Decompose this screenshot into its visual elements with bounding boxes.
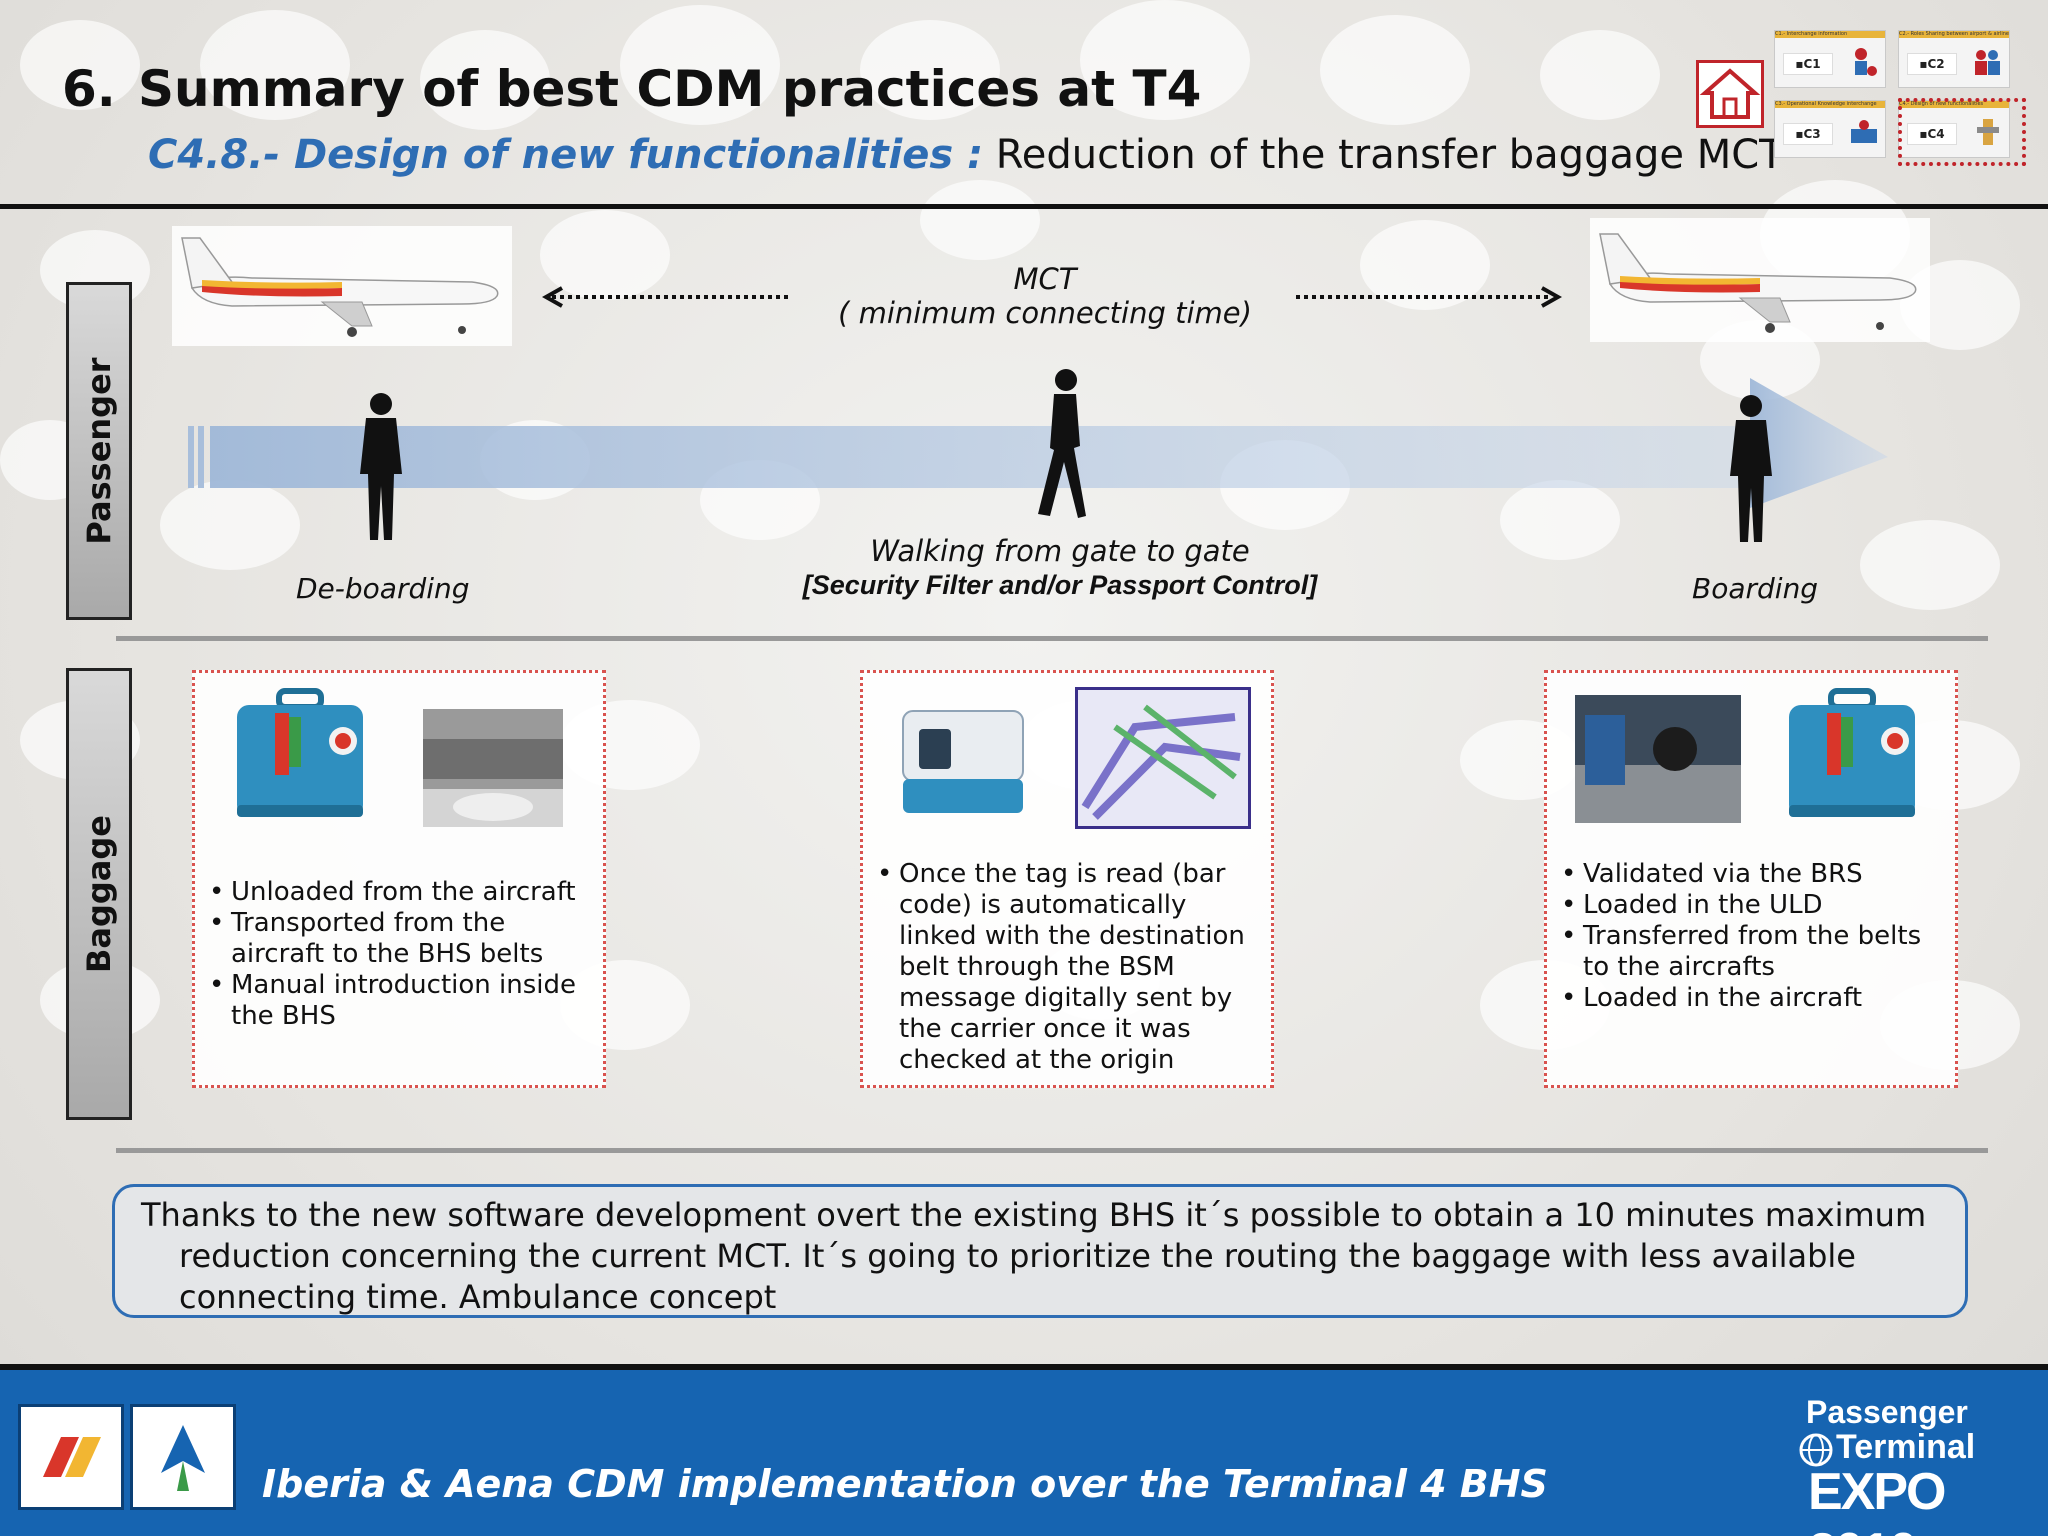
nav-c1[interactable]: C1.- Interchange information ▪C1 — [1774, 30, 1886, 88]
baggage-row-label: Baggage — [66, 668, 132, 1120]
nav-c4-header: C4.- Design of new functionalities — [1899, 101, 2009, 108]
subtitle-text: Reduction of the transfer baggage MCT — [983, 132, 1784, 178]
mct-title: MCT — [1013, 262, 1077, 296]
deboarding-caption: De-boarding — [296, 572, 470, 605]
baggage-label-text: Baggage — [80, 815, 118, 973]
list-item: Once the tag is read (bar code) is autom… — [877, 859, 1257, 1076]
walking-caption-line2: [Security Filter and/or Passport Control… — [802, 570, 1318, 600]
mct-arrow-right — [1296, 286, 1562, 308]
home-icon — [1699, 68, 1761, 119]
nav-c4[interactable]: C4.- Design of new functionalities ▪C4 — [1898, 100, 2010, 158]
nav-c2[interactable]: C2.- Roles Sharing between airport & air… — [1898, 30, 2010, 88]
operations-icon — [1851, 120, 1877, 143]
list-item: Unloaded from the aircraft — [209, 877, 603, 908]
globe-icon — [1799, 1433, 1833, 1467]
nav-c4-label: ▪C4 — [1907, 123, 1957, 145]
walking-caption: Walking from gate to gate [Security Filt… — [760, 534, 1360, 602]
footer-caption: Iberia & Aena CDM implementation over th… — [262, 1462, 1548, 1506]
tools-icon — [1977, 119, 1999, 145]
expo-line3: EXPO 2010 — [1808, 1463, 1947, 1536]
ceiling-light — [1500, 480, 1620, 560]
mct-subtitle: ( minimum connecting time) — [838, 296, 1252, 330]
footer-bar: Iberia & Aena CDM implementation over th… — [0, 1370, 2048, 1536]
ceiling-light — [420, 30, 550, 130]
expo-line1: Passenger — [1806, 1394, 1968, 1430]
ceiling-light — [540, 210, 670, 300]
departing-plane-icon — [1590, 218, 1930, 342]
arriving-plane-icon — [172, 226, 512, 346]
baggage-step-sorting: Once the tag is read (bar code) is autom… — [860, 670, 1274, 1088]
team-icon — [1975, 50, 2000, 75]
nav-c1-label: ▪C1 — [1783, 53, 1833, 75]
iberia-logo — [18, 1404, 124, 1510]
ceiling-light — [160, 480, 300, 570]
conclusion-box: Thanks to the new software development o… — [112, 1184, 1968, 1318]
list-item: Transferred from the belts to the aircra… — [1561, 921, 1955, 983]
baggage-divider — [116, 1148, 1988, 1153]
mct-label: MCT ( minimum connecting time) — [780, 262, 1310, 330]
passenger-row-label: Passenger — [66, 282, 132, 620]
nav-c3-label: ▪C3 — [1783, 123, 1833, 145]
walking-passenger-icon — [1038, 369, 1086, 518]
ceiling-light — [1860, 520, 2000, 610]
list-item: Manual introduction inside the BHS — [209, 970, 603, 1032]
subtitle-code: C4.8.- Design of new functionalities : — [148, 132, 984, 178]
suitcase-image — [1789, 688, 1915, 817]
bhs-layout-diagram — [1075, 687, 1251, 829]
nav-c3-header: C3.- Operational Knowledge interchange — [1775, 101, 1885, 108]
nav-c2-label: ▪C2 — [1907, 53, 1957, 75]
list-item: Loaded in the ULD — [1561, 890, 1955, 921]
load-step-list: Validated via the BRS Loaded in the ULD … — [1561, 859, 1955, 1014]
iberia-logo-icon — [43, 1437, 101, 1477]
active-section-highlight — [1898, 98, 2026, 166]
ceiling-light — [1080, 0, 1250, 120]
ceiling-light — [200, 10, 350, 120]
suitcase-image — [237, 688, 363, 817]
passenger-divider — [116, 636, 1988, 641]
baggage-step-unload: Unloaded from the aircraft Transported f… — [192, 670, 606, 1088]
passenger-terminal-expo-logo: Passenger Terminal EXPO 2010 — [1796, 1394, 2026, 1536]
nav-c2-header: C2.- Roles Sharing between airport & air… — [1899, 31, 2009, 38]
page-subtitle: C4.8.- Design of new functionalities : R… — [148, 132, 1784, 178]
nav-c1-header: C1.- Interchange information — [1775, 31, 1885, 38]
ceiling-light — [620, 5, 780, 125]
page-title: 6. Summary of best CDM practices at T4 — [62, 60, 1201, 118]
aena-logo-icon — [161, 1425, 205, 1491]
baggage-step-load: Validated via the BRS Loaded in the ULD … — [1544, 670, 1958, 1088]
footer-divider — [0, 1364, 2048, 1370]
bhs-belt-photo — [423, 709, 563, 827]
boarding-caption: Boarding — [1692, 572, 1819, 605]
unload-step-list: Unloaded from the aircraft Transported f… — [209, 877, 603, 1032]
ceiling-light — [20, 20, 140, 110]
title-text: Summary of best CDM practices at T4 — [138, 60, 1202, 118]
walking-caption-line1: Walking from gate to gate — [870, 534, 1250, 568]
info-exchange-icon — [1855, 48, 1877, 76]
header-divider — [0, 204, 2048, 209]
mct-arrow-left — [542, 286, 788, 308]
sorting-step-list: Once the tag is read (bar code) is autom… — [877, 859, 1257, 1076]
scanner-machine-image — [902, 710, 1024, 813]
title-number: 6. — [62, 60, 116, 118]
boarding-passenger-icon — [1730, 395, 1772, 542]
list-item: Transported from the aircraft to the BHS… — [209, 908, 603, 970]
list-item: Loaded in the aircraft — [1561, 983, 1955, 1014]
home-button[interactable] — [1696, 60, 1764, 128]
passenger-label-text: Passenger — [80, 357, 118, 545]
aena-logo — [130, 1404, 236, 1510]
ceiling-light — [920, 180, 1040, 260]
passenger-flow-arrow — [188, 378, 1888, 508]
section-nav: C1.- Interchange information ▪C1 C2.- Ro… — [1774, 30, 2026, 166]
standing-passenger-icon — [360, 393, 402, 540]
loading-photo — [1575, 695, 1741, 823]
nav-c3[interactable]: C3.- Operational Knowledge interchange ▪… — [1774, 100, 1886, 158]
list-item: Validated via the BRS — [1561, 859, 1955, 890]
ceiling-light — [860, 20, 1000, 120]
ceiling-light — [1540, 30, 1660, 120]
ceiling-light — [1320, 15, 1470, 125]
expo-line2: Terminal — [1836, 1428, 1976, 1466]
